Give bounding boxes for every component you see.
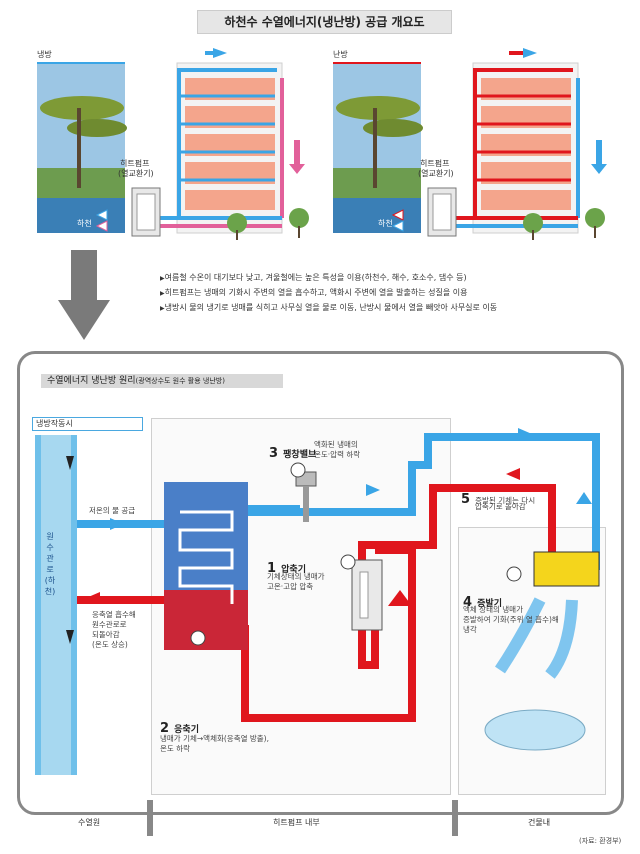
cooling-scene xyxy=(37,48,309,240)
raw-water-pipe-label: 원수관로(하천) xyxy=(44,532,56,596)
building-floors-heating xyxy=(481,78,571,210)
heat-pump-label-left: 히트펌프 xyxy=(120,159,150,168)
heat-pump-sub-left: (열교환기) xyxy=(118,169,154,178)
step-evaporator: 4 증발기 xyxy=(463,595,502,610)
down-arrow xyxy=(58,250,110,340)
zone-label-source: 수열원 xyxy=(78,818,101,827)
step-expansion-valve: 3 팽창밸브 xyxy=(269,446,317,461)
step-compressor: 1 압축기 xyxy=(267,561,306,576)
step-return: 5 증발된 기체는 다시 xyxy=(461,492,536,507)
heating-scene xyxy=(333,48,607,240)
river-label-left: 하천 xyxy=(77,219,92,228)
source-credit: (자료: 환경부) xyxy=(579,837,622,845)
zone-divider xyxy=(147,800,153,836)
river-label-right: 하천 xyxy=(378,219,393,228)
cooling-illustration xyxy=(37,48,322,248)
page-title: 하천수 수열에너지(냉난방) 공급 개요도 xyxy=(197,10,452,34)
step-condenser: 2 응축기 xyxy=(160,721,199,736)
step-evaporator-desc: 액체 상태의 냉매가 증발하여 기화(주위 열 흡수)해 냉각 xyxy=(463,605,559,634)
supply-label: 저온의 물 공급 xyxy=(89,506,136,515)
zone-divider xyxy=(452,800,458,836)
principle-title: 수열에너지 냉난방 원리(광역상수도 원수 활용 냉난방) xyxy=(41,374,283,388)
notes-list: 여름철 수온이 대기보다 낮고, 겨울철에는 높은 특성을 이용(하천수, 해수… xyxy=(160,271,498,316)
cooling-mode-box: 냉방작동시 xyxy=(32,417,143,431)
step-condenser-desc: 냉매가 기체→액체화(응축열 방출), 온도 하락 xyxy=(160,734,269,753)
raw-water-pipe xyxy=(35,435,77,775)
return-label: 응축열 흡수해 원수관로로 되돌아감 (온도 상승) xyxy=(92,610,136,649)
cooling-mode-line xyxy=(37,62,125,64)
note-item: 냉방시 물의 냉기로 냉매를 식히고 사무실 열을 물로 이동, 난방시 물에서… xyxy=(160,301,498,316)
cooling-mode-label: 냉방 xyxy=(37,50,52,59)
building-floors xyxy=(185,78,275,210)
heating-mode-label: 난방 xyxy=(333,50,348,59)
zone-label-heatpump: 히트펌프 내부 xyxy=(273,818,320,827)
step-return-desc: 압축기로 돌아감 xyxy=(475,502,526,511)
step-expansion-valve-desc: 액화된 냉매의 온도·압력 하락 xyxy=(314,440,361,459)
step-compressor-desc: 기체상태의 냉매가 고온·고압 압축 xyxy=(267,572,325,591)
heating-mode-line xyxy=(333,62,421,64)
note-item: 여름철 수온이 대기보다 낮고, 겨울철에는 높은 특성을 이용(하천수, 해수… xyxy=(160,271,497,286)
heat-pump-label-right: 히트펌프 xyxy=(420,159,450,168)
cycle-diagram xyxy=(66,428,600,751)
note-item: 히트펌프는 냉매의 기화시 주변의 열을 흡수하고, 액화시 주변에 열을 발출… xyxy=(160,286,497,301)
heating-illustration xyxy=(333,48,618,248)
heat-pump-sub-right: (열교환기) xyxy=(418,169,454,178)
zone-label-building: 건물내 xyxy=(528,818,551,827)
